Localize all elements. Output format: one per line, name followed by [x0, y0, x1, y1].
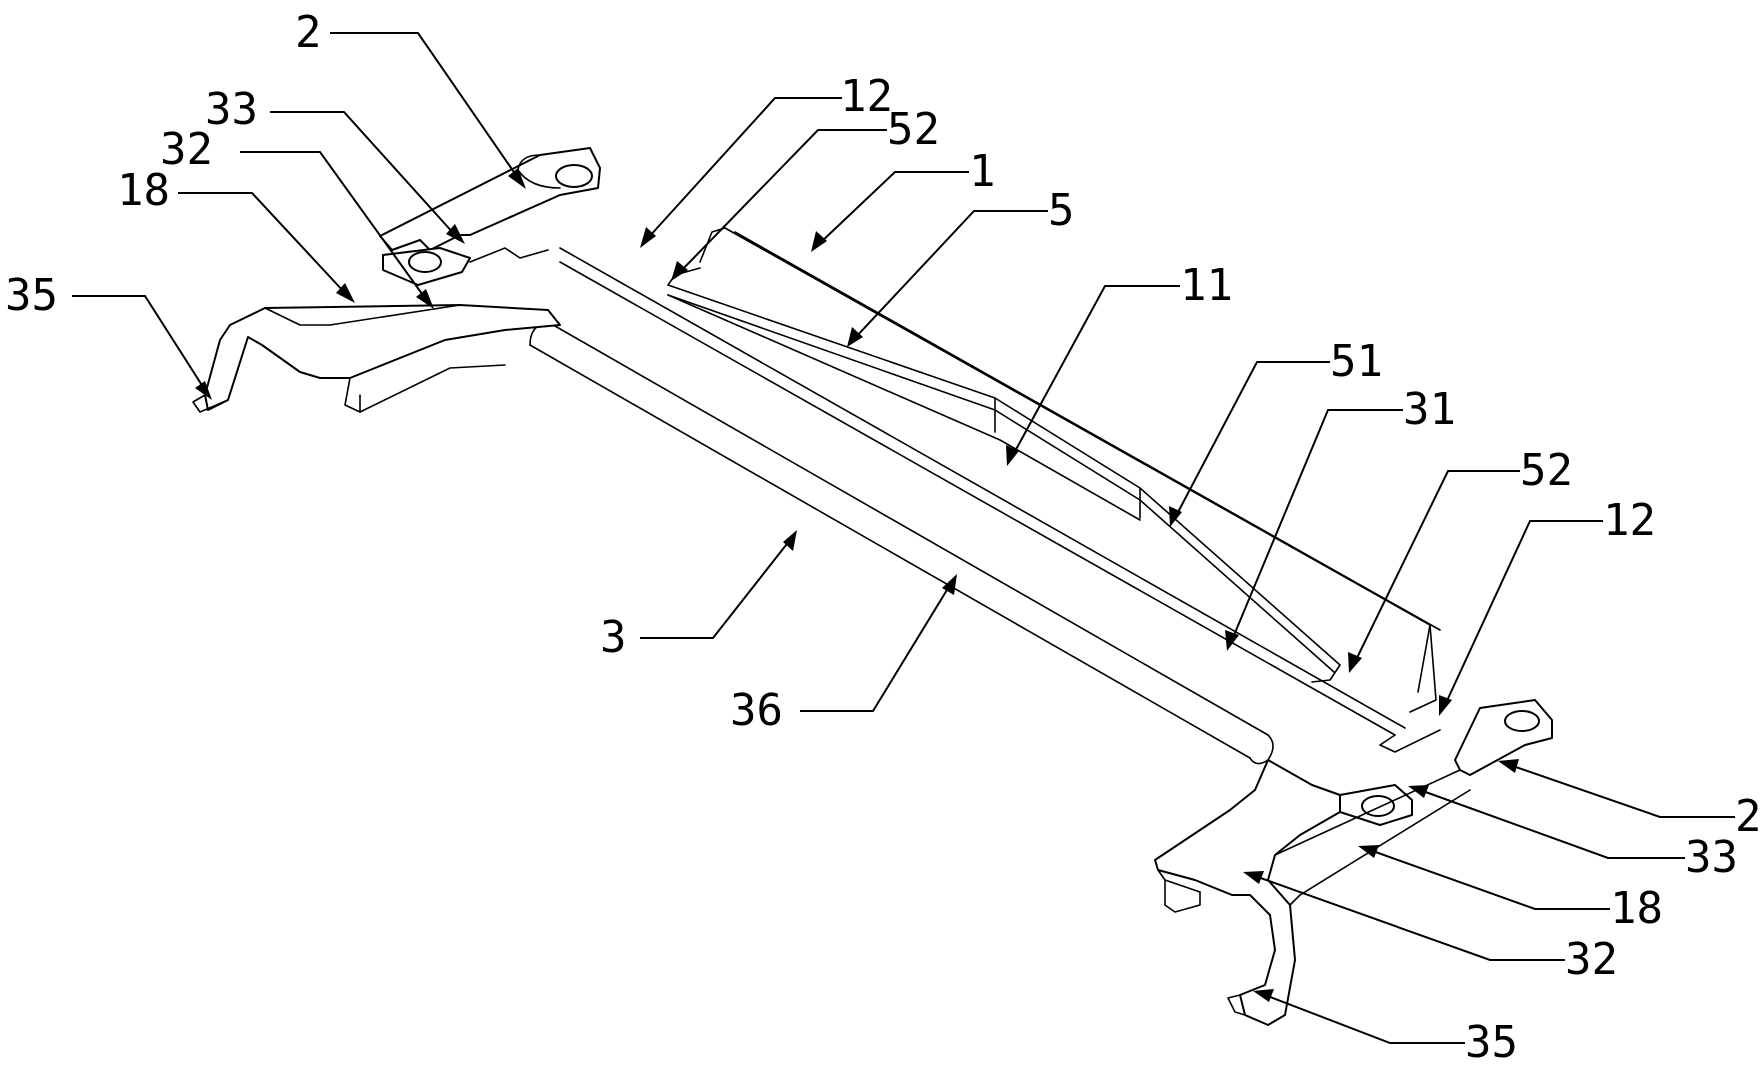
leader-12-right: [1445, 521, 1603, 705]
support-frame-1: [700, 228, 1440, 712]
label-31: 31: [1403, 384, 1456, 435]
main-plate-31: [470, 248, 1440, 752]
arrowhead-12-right: [1439, 695, 1452, 716]
label-5-top: 5: [1048, 185, 1075, 236]
left-end-bracket: [193, 148, 600, 412]
label-11: 11: [1180, 260, 1233, 311]
label-2-top: 2: [295, 7, 322, 58]
leader-35-left: [72, 296, 205, 390]
leader-31: [1232, 410, 1403, 640]
label-32-right: 32: [1565, 934, 1618, 985]
label-52-right: 52: [1520, 445, 1573, 496]
label-3: 3: [600, 612, 627, 663]
leader-33-right: [1420, 790, 1685, 858]
label-18-top: 18: [117, 165, 170, 216]
label-2-right: 2: [1735, 791, 1762, 842]
arrowhead-36: [942, 574, 957, 595]
leader-lines: [72, 33, 1735, 1043]
leader-12-top: [648, 98, 842, 238]
left-mount-hole-lower: [409, 252, 441, 272]
leader-1-top: [820, 172, 969, 243]
label-12-top: 12: [840, 71, 893, 122]
arrowhead-52-top: [671, 261, 688, 281]
right-end-bracket: [1155, 700, 1552, 1025]
label-1-top: 1: [969, 146, 996, 197]
label-12-right: 12: [1603, 495, 1656, 546]
arrowhead-12-top: [640, 227, 656, 248]
leader-52-right: [1355, 471, 1520, 662]
arrowhead-52-right: [1348, 652, 1362, 673]
arrowhead-33-right: [1408, 785, 1429, 798]
leader-18-right: [1370, 850, 1610, 909]
elastic-piece-5: [668, 268, 1340, 682]
reference-numerals: 2 33 32 18 35 12 52 1 5 11 51 31 52 12 3…: [5, 7, 1762, 1068]
leader-52-top: [680, 130, 887, 272]
leader-2-right: [1510, 765, 1735, 817]
label-35-bottom: 35: [1465, 1017, 1518, 1068]
label-18-right: 18: [1610, 883, 1663, 934]
label-35-left: 35: [5, 270, 58, 321]
leader-5-top: [855, 211, 1048, 338]
label-36: 36: [730, 685, 783, 736]
bracket-assembly: [193, 148, 1552, 1025]
leader-35-bottom: [1265, 995, 1465, 1043]
label-52-top: 52: [887, 104, 940, 155]
rod-36: [530, 322, 1273, 764]
leader-2-top: [330, 33, 518, 178]
leader-51: [1176, 362, 1330, 516]
label-33-right: 33: [1685, 832, 1738, 883]
leader-11: [1013, 286, 1180, 455]
arrowhead-18-right: [1358, 845, 1379, 858]
arrowhead-2-right: [1498, 759, 1519, 773]
leader-18-top: [178, 193, 345, 293]
leader-36: [800, 585, 950, 711]
arrowhead-1-top: [811, 231, 827, 252]
leader-3: [640, 540, 790, 638]
right-mount-hole-upper: [1505, 711, 1539, 731]
arrowhead-5-top: [847, 327, 863, 347]
leader-32-right: [1255, 876, 1565, 960]
left-mount-hole-upper: [556, 165, 592, 187]
label-51: 51: [1330, 336, 1383, 387]
